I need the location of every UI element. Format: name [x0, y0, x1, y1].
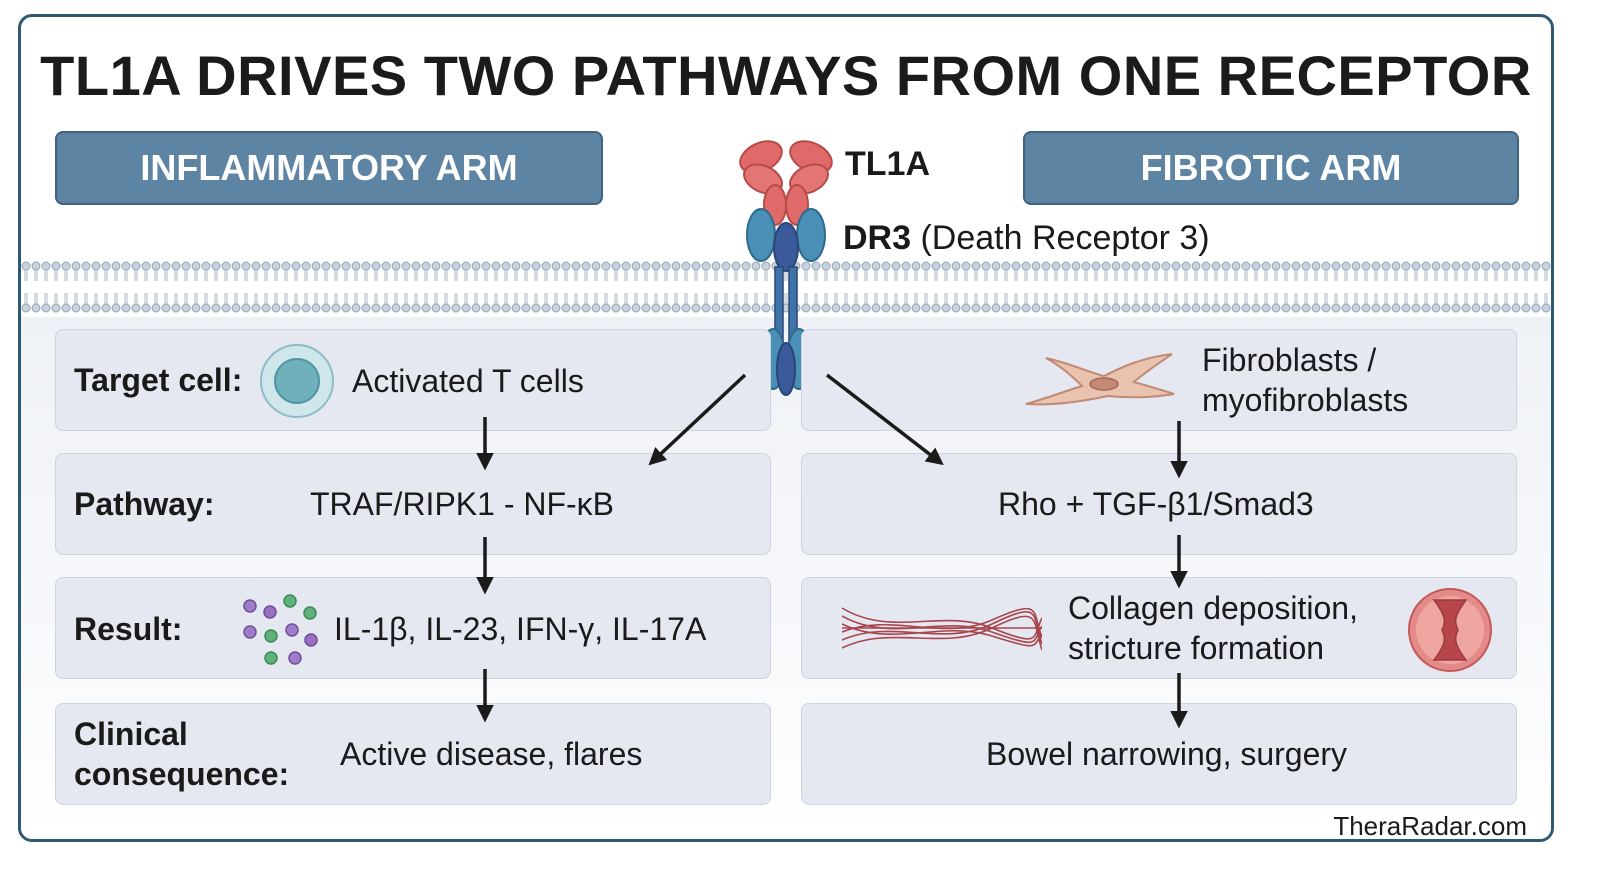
dr3-label: DR3 (Death Receptor 3) — [843, 219, 1210, 258]
dr3-abbrev: DR3 — [843, 219, 912, 257]
page-title: TL1A DRIVES TWO PATHWAYS FROM ONE RECEPT… — [40, 44, 1532, 107]
consequence-label-line1: Clinical — [74, 716, 188, 752]
consequence-value: Active disease, flares — [340, 736, 643, 772]
pathway-label: Pathway: — [74, 486, 215, 522]
fibroblast-icon — [1025, 353, 1175, 406]
source-credit: TheraRadar.com — [1319, 811, 1551, 839]
target-cell-label: Target cell: — [74, 362, 243, 398]
inflammatory-arm-header: INFLAMMATORY ARM — [55, 131, 603, 205]
fibrotic-target-line1: Fibroblasts / — [1202, 342, 1377, 378]
tl1a-label: TL1A — [845, 145, 930, 183]
target-cell-value: Activated T cells — [352, 363, 584, 399]
inflammatory-pathway-row: Pathway: TRAF/RIPK1 - NF-κB — [55, 453, 771, 555]
fibrotic-consequence-row: Bowel narrowing, surgery — [801, 703, 1517, 805]
inflammatory-consequence-row: Clinical consequence: Active disease, fl… — [55, 703, 771, 805]
stricture-icon — [1408, 588, 1492, 672]
fibrotic-arm-header: FIBROTIC ARM — [1023, 131, 1519, 205]
fibrotic-result-line2: stricture formation — [1068, 630, 1325, 666]
fibrotic-target-line2: myofibroblasts — [1202, 382, 1409, 418]
inflammatory-result-row: Result: IL-1β, IL-23, IFN-γ, IL-17A — [55, 577, 771, 679]
result-value: IL-1β, IL-23, IFN-γ, IL-17A — [334, 611, 707, 647]
consequence-label-line2: consequence: — [74, 756, 290, 792]
tl1a-ligand-icon — [739, 140, 833, 226]
inflammatory-target-row: Target cell: Activated T cells — [55, 329, 771, 431]
fibrotic-result-row: Collagen deposition, stricture formation — [801, 577, 1517, 679]
pathway-value: TRAF/RIPK1 - NF-κB — [310, 486, 615, 522]
diagram-frame: TL1A DRIVES TWO PATHWAYS FROM ONE RECEPT… — [18, 14, 1554, 842]
fibrotic-pathway-row: Rho + TGF-β1/Smad3 — [801, 453, 1517, 555]
cytokines-icon — [243, 594, 318, 665]
collagen-fibers-icon — [842, 607, 1042, 651]
fibrotic-pathway-value: Rho + TGF-β1/Smad3 — [998, 486, 1314, 522]
fibrotic-target-row: Fibroblasts / myofibroblasts — [801, 329, 1517, 431]
fibrotic-result-line1: Collagen deposition, — [1068, 590, 1358, 626]
t-cell-icon — [260, 344, 334, 418]
result-label: Result: — [74, 611, 183, 647]
fibrotic-consequence-value: Bowel narrowing, surgery — [986, 736, 1348, 772]
dr3-fullname: (Death Receptor 3) — [920, 219, 1210, 257]
